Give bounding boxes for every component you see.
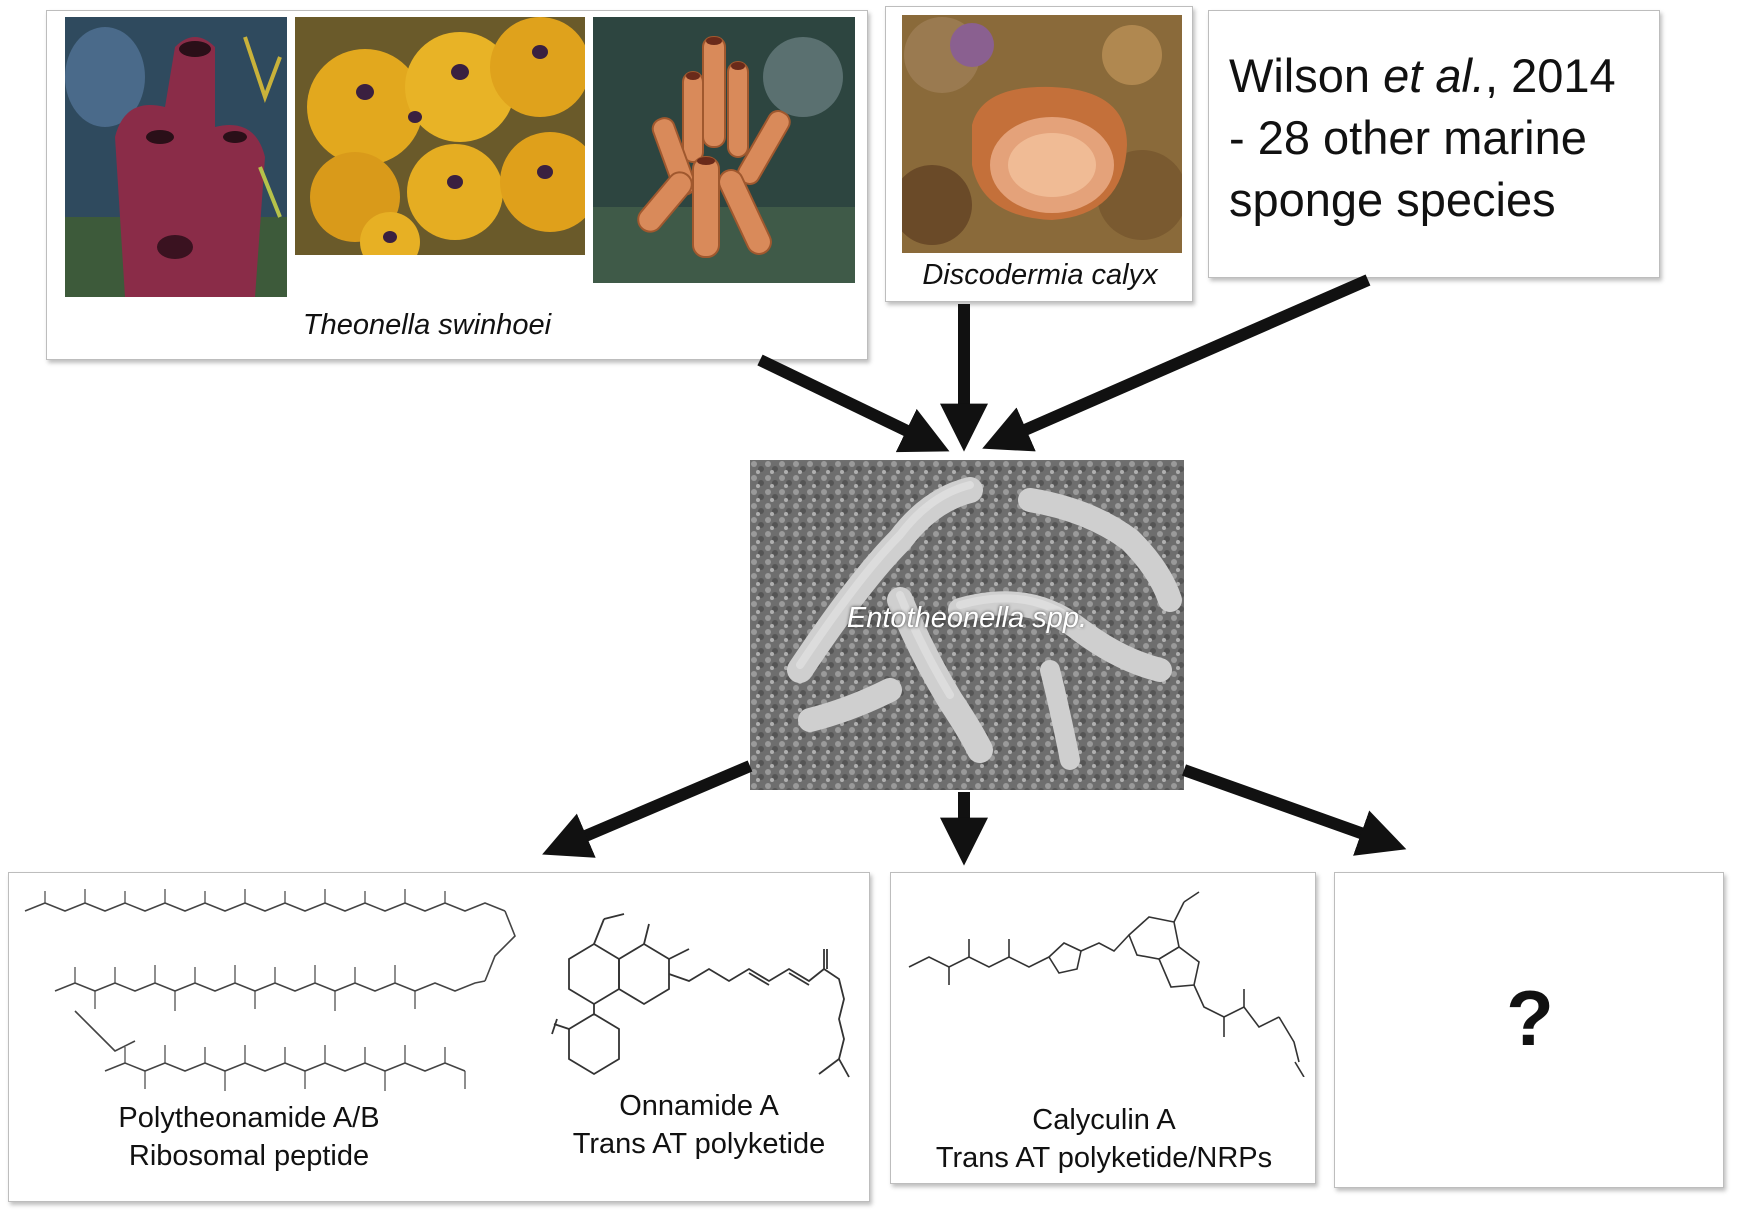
polytheonamide-structure — [15, 881, 535, 1101]
theonella-caption: Theonella swinhoei — [302, 309, 552, 341]
polytheonamide-name: Polytheonamide A/B — [118, 1102, 380, 1134]
wilson-line-2: - 28 other marine — [1229, 111, 1587, 164]
sponge-photo-red — [65, 17, 287, 297]
onnamide-name: Onnamide A — [619, 1090, 779, 1122]
wilson-line-1: Wilson et al., 2014 — [1229, 45, 1616, 107]
calyculin-label: Calyculin A Trans AT polyketide/NRPs — [891, 1101, 1317, 1177]
discodermia-caption: Discodermia calyx — [922, 259, 1158, 291]
wilson-text: Wilson et al., 2014 - 28 other marine sp… — [1229, 45, 1616, 231]
arrow-wilson-to-symbiont — [982, 274, 1371, 452]
calyculin-class: Trans AT polyketide/NRPs — [935, 1142, 1273, 1174]
symbiont-label: Entotheonella spp. — [846, 602, 1088, 634]
wilson-year: , 2014 — [1485, 49, 1616, 102]
onnamide-label: Onnamide A Trans AT polyketide — [549, 1087, 849, 1163]
sponge-photo-yellow — [295, 17, 585, 255]
polytheonamide-label: Polytheonamide A/B Ribosomal peptide — [79, 1099, 419, 1175]
product-panel-left: Polytheonamide A/B Ribosomal peptide Onn… — [8, 872, 870, 1202]
sponge-photo-discodermia — [902, 15, 1182, 253]
arrow-theonella-to-symbiont — [757, 354, 950, 453]
arrow-symbiont-to-unknown — [1181, 764, 1407, 856]
product-panel-calyculin: Calyculin A Trans AT polyketide/NRPs — [890, 872, 1316, 1184]
wilson-panel: Wilson et al., 2014 - 28 other marine sp… — [1208, 10, 1660, 278]
discodermia-panel: Discodermia calyx — [885, 6, 1193, 302]
wilson-line-3: sponge species — [1229, 173, 1556, 226]
sem-image-entotheonella: Entotheonella spp. — [750, 460, 1184, 790]
wilson-etal: et al. — [1383, 49, 1485, 102]
wilson-author: Wilson — [1229, 49, 1384, 102]
polytheonamide-class: Ribosomal peptide — [128, 1140, 370, 1172]
calyculin-name: Calyculin A — [1032, 1104, 1176, 1136]
onnamide-structure — [549, 899, 859, 1099]
theonella-panel: Theonella swinhoei — [46, 10, 868, 360]
unknown-product-mark: ? — [1506, 974, 1554, 1062]
onnamide-class: Trans AT polyketide — [572, 1128, 826, 1160]
sponge-photo-tubes — [593, 17, 855, 283]
arrow-symbiont-to-left — [542, 760, 753, 858]
product-panel-unknown: ? — [1334, 872, 1724, 1188]
calyculin-structure — [899, 877, 1309, 1077]
